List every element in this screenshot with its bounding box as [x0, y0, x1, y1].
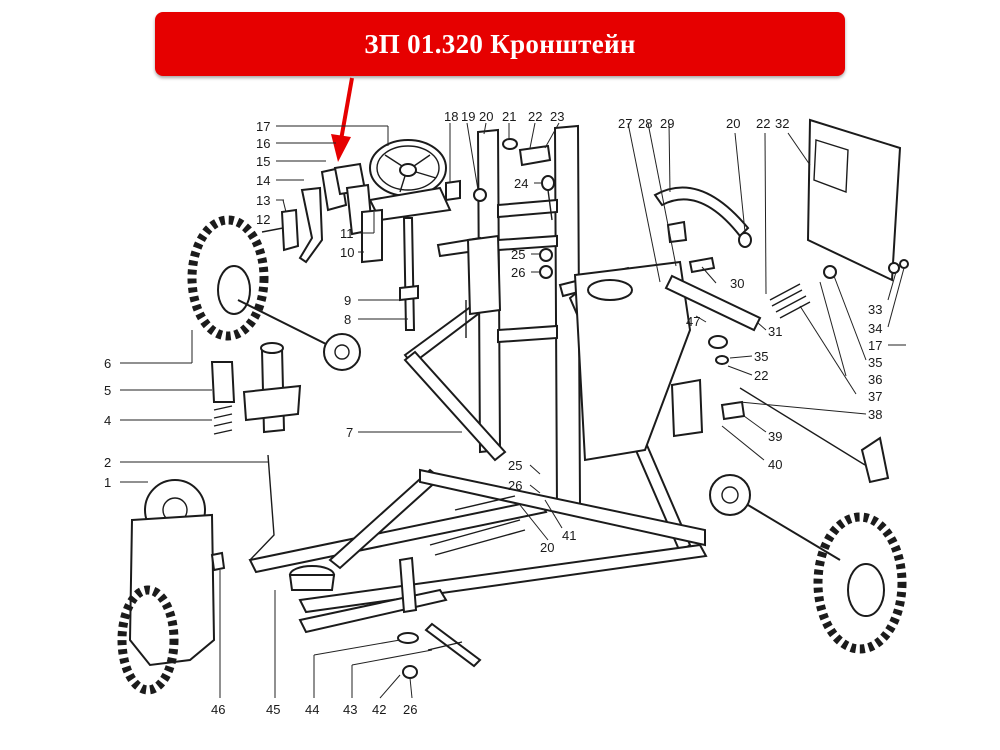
callout-40: 40 [768, 457, 782, 472]
callout-12: 12 [256, 212, 270, 227]
callout-16: 16 [256, 136, 270, 151]
callout-43: 43 [343, 702, 357, 717]
callout-33: 33 [868, 302, 882, 317]
callout-13: 13 [256, 193, 270, 208]
callout-17: 17 [256, 119, 270, 134]
callout-23: 23 [550, 109, 564, 124]
callout-26-bottom: 26 [403, 702, 417, 717]
steering-wheel [368, 139, 452, 222]
callout-39: 39 [768, 429, 782, 444]
callout-22-right: 22 [756, 116, 770, 131]
callout-42: 42 [372, 702, 386, 717]
callout-45: 45 [266, 702, 280, 717]
page-title: ЗП 01.320 Кронштейн [364, 28, 636, 59]
callout-22: 22 [528, 109, 542, 124]
callout-26-mid: 26 [508, 478, 522, 493]
callout-28: 28 [638, 116, 652, 131]
callout-4: 4 [104, 413, 111, 428]
right-top-parts [653, 118, 909, 365]
leader-lines [120, 122, 906, 699]
callout-8: 8 [344, 312, 351, 327]
top-hardware [436, 138, 555, 316]
shaft [399, 217, 467, 338]
callout-21: 21 [502, 109, 516, 124]
callout-7: 7 [346, 425, 353, 440]
callout-14: 14 [256, 173, 270, 188]
callout-47: 47 [686, 314, 700, 329]
callout-5: 5 [104, 383, 111, 398]
callout-25-mid: 25 [508, 458, 522, 473]
callout-20-mid: 20 [540, 540, 554, 555]
callout-35-mid: 35 [754, 349, 768, 364]
callout-38: 38 [868, 407, 882, 422]
caster-wheel [117, 454, 275, 695]
callout-32: 32 [775, 116, 789, 131]
column-parts [210, 342, 302, 435]
callout-labels: 17 16 15 14 13 12 11 10 9 8 6 5 4 7 2 1 … [104, 109, 882, 717]
callout-36: 36 [868, 372, 882, 387]
callout-18: 18 [444, 109, 458, 124]
frame [248, 124, 708, 634]
callout-20-right: 20 [726, 116, 740, 131]
callout-35-right: 35 [868, 355, 882, 370]
callout-34: 34 [868, 321, 882, 336]
callout-15: 15 [256, 154, 270, 169]
callout-41: 41 [562, 528, 576, 543]
bottom-parts [288, 556, 482, 679]
callout-25-top: 25 [511, 247, 525, 262]
callout-29: 29 [660, 116, 674, 131]
callout-11: 11 [340, 226, 354, 241]
callout-37: 37 [868, 389, 882, 404]
callout-6: 6 [104, 356, 111, 371]
title-banner: ЗП 01.320 Кронштейн [155, 12, 845, 76]
callout-20: 20 [479, 109, 493, 124]
callout-44: 44 [305, 702, 319, 717]
bracket-part-15 [261, 162, 383, 264]
left-wheel [187, 215, 361, 371]
callout-2: 2 [104, 455, 111, 470]
callout-10: 10 [340, 245, 354, 260]
filler-cap [587, 279, 633, 301]
callout-27: 27 [618, 116, 632, 131]
pointer-arrow [331, 77, 354, 162]
callout-22-mid: 22 [754, 368, 768, 383]
callout-46: 46 [211, 702, 225, 717]
callout-9: 9 [344, 293, 351, 308]
callout-19: 19 [461, 109, 475, 124]
right-wheel [670, 378, 907, 654]
callout-17-right: 17 [868, 338, 882, 353]
callout-31: 31 [768, 324, 782, 339]
callout-24: 24 [514, 176, 528, 191]
callout-26-top: 26 [511, 265, 525, 280]
callout-30: 30 [730, 276, 744, 291]
callout-1: 1 [104, 475, 111, 490]
